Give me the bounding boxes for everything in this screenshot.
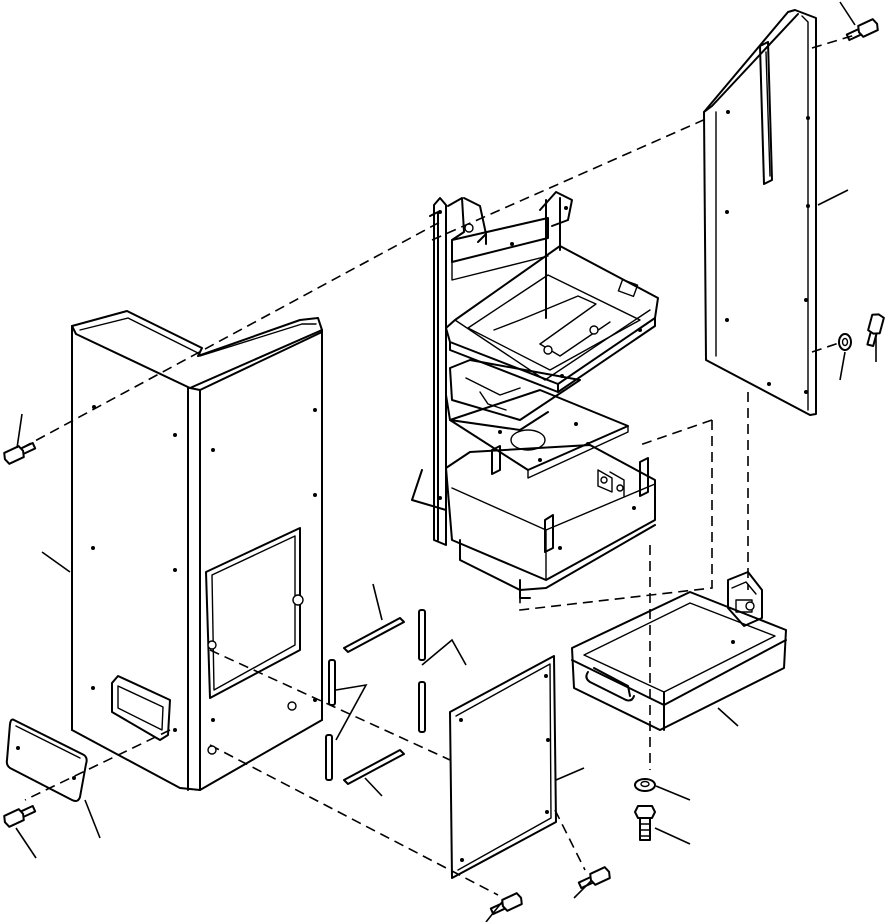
flange-bolt-icon xyxy=(577,866,611,890)
rod xyxy=(418,609,426,661)
small-cover-plate xyxy=(5,718,88,802)
flange-bolt-icon xyxy=(866,313,885,348)
flange-bolt-icon xyxy=(489,892,523,916)
rod xyxy=(328,659,336,706)
washer-icon xyxy=(838,333,852,351)
washer-icon xyxy=(634,778,656,792)
flange-bolt-icon xyxy=(3,441,37,465)
flange-bolt-icon xyxy=(845,18,879,42)
flange-bolt-icon xyxy=(3,804,37,828)
access-panel xyxy=(449,655,557,879)
bolt-icon xyxy=(634,805,656,841)
side-panel xyxy=(703,9,817,416)
main-cover xyxy=(71,310,323,791)
rod xyxy=(343,749,405,785)
rod xyxy=(343,617,405,653)
callout-leaders xyxy=(15,1,877,922)
rods xyxy=(325,609,426,785)
battery-rack-frame xyxy=(411,191,659,599)
rod xyxy=(325,734,333,781)
battery-tray xyxy=(571,571,787,731)
rod xyxy=(418,681,426,733)
